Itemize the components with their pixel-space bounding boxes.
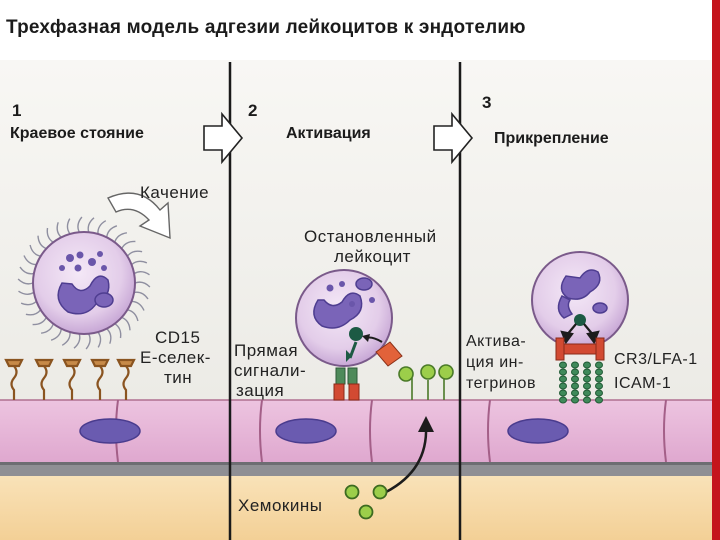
direct-signal-label-line1: Прямая [234, 342, 298, 359]
stage-2-label: Активация [286, 126, 371, 142]
e-selectin-label-line2: тин [164, 369, 192, 386]
stage-2-number: 2 [248, 102, 257, 119]
stage-3-label: Прикрепление [494, 131, 609, 147]
stage-1-number: 1 [12, 102, 21, 119]
e-selectin-label-line1: E-селек- [140, 349, 211, 366]
rolling-label: Качение [140, 184, 209, 201]
leukocyte-attached [532, 252, 628, 348]
tissue-layer [0, 476, 712, 540]
integrin-activation-line3: тегринов [466, 376, 536, 392]
diagram-title: Трехфазная модель адгезии лейкоцитов к э… [6, 18, 526, 37]
integrin-activation-line1: Актива- [466, 334, 526, 350]
stopped-label-line2: лейкоцит [334, 248, 411, 265]
cd15-label: CD15 [155, 329, 200, 346]
signal-molecule [349, 327, 363, 341]
icam1-label: ICAM-1 [614, 376, 671, 392]
brand-bar [712, 0, 720, 540]
cr3-lfa1-label: CR3/LFA-1 [614, 352, 698, 368]
direct-signal-label-line2: сигнали- [234, 362, 306, 379]
direct-signal-label-line3: зация [236, 382, 284, 399]
leukocyte-rolling [33, 232, 135, 334]
stage-3-number: 3 [482, 94, 491, 111]
stopped-label-line1: Остановленный [304, 228, 437, 245]
integrin-activation-line2: ция ин- [466, 355, 524, 371]
chemokines-label: Хемокины [238, 497, 322, 514]
stage-1-label: Краевое стояние [10, 126, 144, 142]
